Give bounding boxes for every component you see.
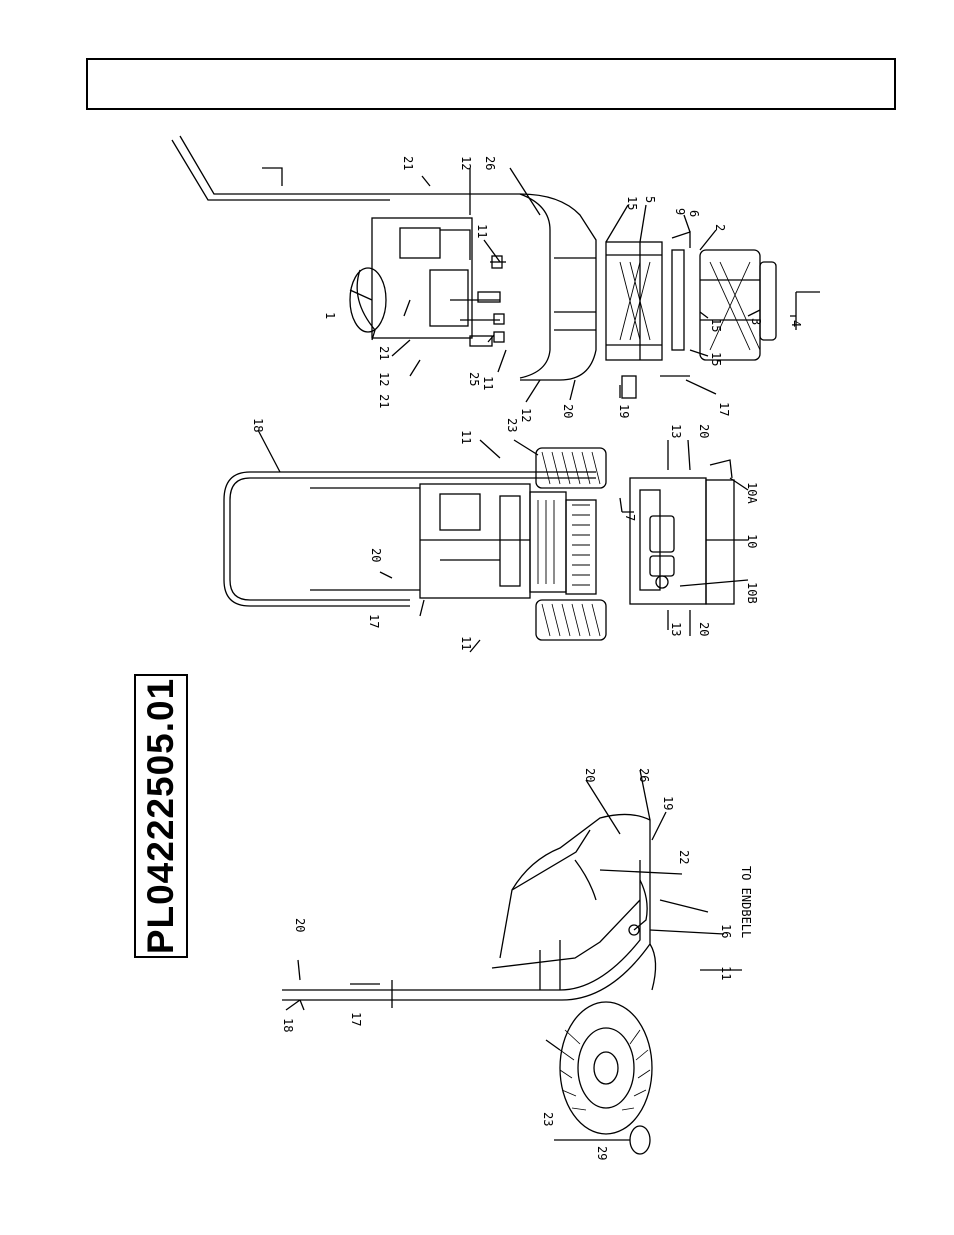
callout-label: 18 <box>281 1018 295 1032</box>
callout-label: 20 <box>293 918 307 932</box>
callout-label: 25 <box>467 372 481 386</box>
callout-label: 23 <box>541 1112 555 1126</box>
callout-label: 22 <box>677 850 691 864</box>
callout-label: 29 <box>595 1146 609 1160</box>
callout-label: 12 <box>377 372 391 386</box>
callout-label: 1 <box>323 312 337 319</box>
callout-label: 2 <box>713 224 727 231</box>
part-number-box: PL04222505.01 <box>134 674 188 958</box>
callout-label: 18 <box>251 418 265 432</box>
callout-label: 26 <box>483 156 497 170</box>
callout-label: 10B <box>745 582 759 604</box>
callout-label: 11 <box>475 224 489 238</box>
callout-label: 16 <box>719 924 733 938</box>
callout-label: 20 <box>697 424 711 438</box>
front-view-callouts: 18 23 11 20 17 11 7 13 20 10A 10 10B 13 … <box>251 418 759 650</box>
cart-view-drawing <box>282 769 742 1155</box>
cart-view-callouts: 20 26 19 22 TO ENDBELL 16 11 20 17 18 23… <box>281 768 753 1160</box>
callout-label: 21 <box>401 156 415 170</box>
callout-label: 9 <box>673 208 687 215</box>
callout-label: 15 <box>709 318 723 332</box>
callout-label: 12 <box>519 408 533 422</box>
callout-label: 17 <box>717 402 731 416</box>
callout-label: 11 <box>481 376 495 390</box>
callout-label: 6 <box>687 210 701 217</box>
callout-label: 11 <box>719 966 733 980</box>
top-view-callouts: 21 26 12 15 5 9 6 2 11 1 21 12 21 25 11 … <box>323 156 803 422</box>
callout-label: 10A <box>745 482 759 504</box>
callout-label: 21 <box>377 346 391 360</box>
callout-label: 11 <box>459 636 473 650</box>
callout-label: 20 <box>583 768 597 782</box>
callout-label: 23 <box>505 418 519 432</box>
header-box <box>86 58 896 110</box>
top-view-drawing <box>171 135 820 403</box>
callout-label: 12 <box>459 156 473 170</box>
callout-label: 19 <box>661 796 675 810</box>
callout-label: 20 <box>369 548 383 562</box>
front-view-drawing <box>223 429 749 653</box>
callout-label: 17 <box>349 1012 363 1026</box>
callout-label: 11 <box>459 430 473 444</box>
callout-label: 10 <box>745 534 759 548</box>
callout-label: 17 <box>367 614 381 628</box>
callout-label: 13 <box>669 424 683 438</box>
callout-label: TO ENDBELL <box>739 866 753 938</box>
callout-label: 19 <box>617 404 631 418</box>
callout-label: 21 <box>377 394 391 408</box>
callout-label: 20 <box>561 404 575 418</box>
callout-label: 4 <box>789 320 803 327</box>
callout-label: 20 <box>697 622 711 636</box>
callout-label: 5 <box>643 196 657 203</box>
callout-label: 7 <box>623 514 637 521</box>
callout-label: 13 <box>669 622 683 636</box>
callout-label: 26 <box>637 768 651 782</box>
callout-label: 15 <box>709 352 723 366</box>
callout-label: 3 <box>749 318 763 325</box>
callout-label: 15 <box>625 196 639 210</box>
